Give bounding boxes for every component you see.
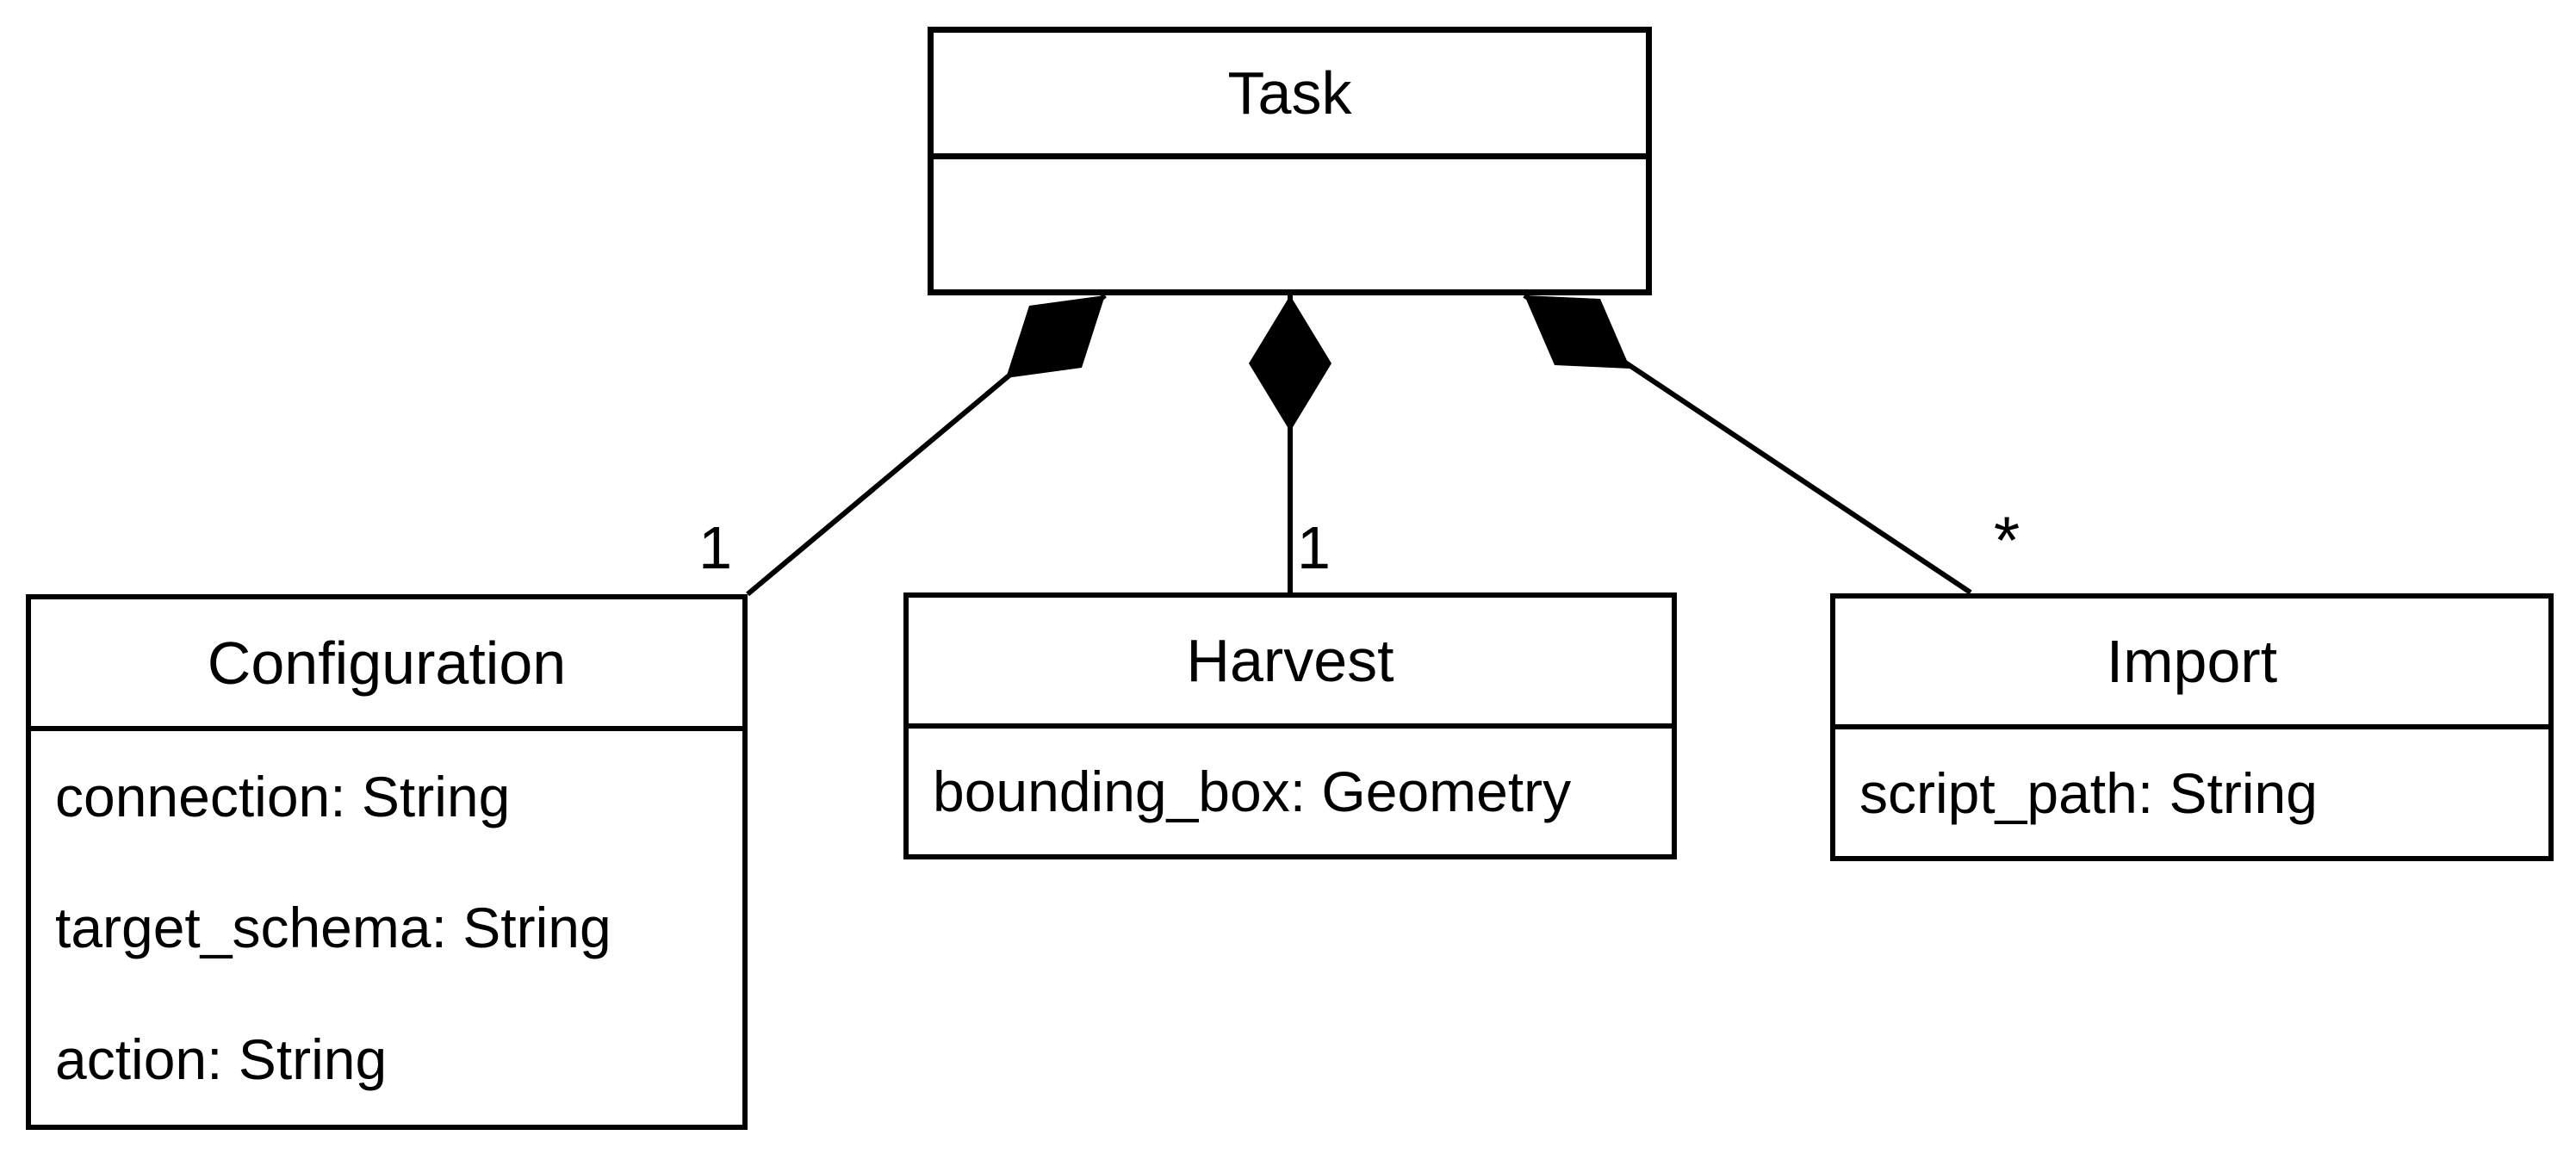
class-title-task: Task [934, 33, 1646, 159]
class-box-import: Import script_path: String [1830, 593, 2554, 861]
class-attributes-configuration: connection: String target_schema: String… [31, 731, 742, 1125]
class-box-harvest: Harvest bounding_box: Geometry [903, 592, 1677, 859]
class-title-configuration: Configuration [31, 599, 742, 731]
attribute-connection: connection: String [55, 765, 511, 829]
class-title-harvest: Harvest [909, 598, 1672, 729]
class-box-task: Task [928, 27, 1652, 295]
composition-diamond-icon-import [1524, 295, 1630, 369]
attribute-target-schema: target_schema: String [55, 896, 611, 960]
attribute-bounding-box: bounding_box: Geometry [933, 760, 1572, 823]
class-title-import: Import [1835, 599, 2548, 729]
class-attributes-harvest: bounding_box: Geometry [909, 729, 1672, 854]
class-attributes-task [934, 159, 1646, 289]
attribute-script-path: script_path: String [1859, 760, 2318, 825]
attribute-action: action: String [55, 1027, 388, 1091]
multiplicity-label-configuration: 1 [698, 514, 732, 581]
composition-line-task-import [1523, 293, 1972, 595]
class-attributes-import: script_path: String [1835, 729, 2548, 856]
composition-line-task-configuration [746, 293, 1107, 597]
composition-diamond-icon-harvest [1249, 295, 1331, 431]
composition-diamond-icon-configuration [1006, 295, 1105, 378]
multiplicity-label-import: * [1993, 502, 2020, 578]
class-box-configuration: Configuration connection: String target_… [26, 594, 748, 1130]
multiplicity-label-harvest: 1 [1297, 514, 1331, 581]
